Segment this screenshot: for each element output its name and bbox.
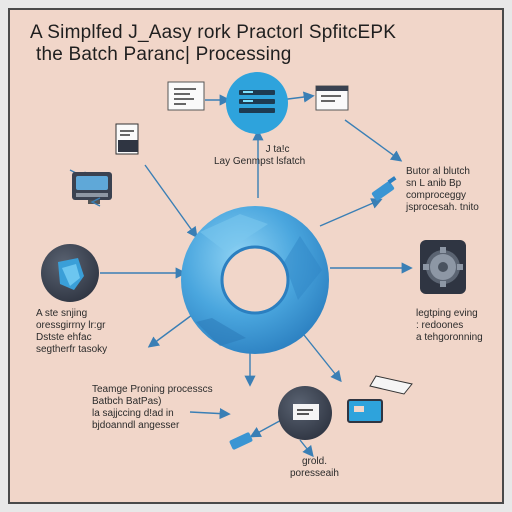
gear-icon [420, 240, 466, 294]
page-title: A Simplfed J_Aasy rork Practorl SpfitcEP… [30, 22, 396, 66]
label-line: legtping eving [416, 308, 478, 319]
label-line: oressgirrny lr:gr [36, 320, 106, 331]
label-right-mid: legtping eving : redoones a tehgoronning [416, 308, 483, 344]
arrow-ring-to-left-label [147, 311, 197, 348]
file-icon [315, 85, 349, 111]
database-icon [226, 72, 288, 134]
label-line: bjdoanndl angesser [92, 420, 180, 431]
document-icon [167, 81, 205, 111]
label-line: segtherfr tasoky [36, 344, 108, 355]
label-bottom-left: Teamge Proning processcs Batbch BatPas) … [92, 384, 213, 432]
label-line: la sajjccing d!ad in [92, 408, 174, 419]
label-right-top: Butor al blutch sn L anib Bp comproceggy… [406, 166, 479, 214]
server-icon [72, 172, 112, 204]
label-bottom-center: grold. poresseaih [290, 456, 339, 480]
label-line: poresseaih [290, 468, 339, 479]
label-line: jsprocesah. tnito [406, 202, 479, 213]
label-line: Dstste ehfac [36, 332, 92, 343]
arrow-bottom-to-bottom-label [299, 439, 314, 458]
clipboard-icon [115, 123, 139, 155]
label-line: J ta!c [265, 144, 290, 155]
arrow-ring-to-right-plug [319, 198, 383, 227]
label-line: a tehgoronning [416, 332, 483, 343]
label-line: A ste snjing [36, 308, 88, 319]
document-icon [278, 386, 332, 440]
label-line: comproceggy [406, 190, 467, 201]
laptop-icon [347, 375, 413, 423]
label-left-mid: A ste snjing oressgirrny lr:gr Dstste eh… [36, 308, 107, 356]
label-line: grold. [301, 456, 327, 467]
label-line: Lay Genmpst lsfatch [214, 156, 306, 167]
label-line: Teamge Proning processcs [92, 384, 213, 395]
arrow-right-doc-to-outer [344, 119, 403, 162]
archive-icon [41, 244, 99, 302]
arrow-clipboard-to-ring [144, 164, 198, 239]
ring-icon [181, 206, 329, 354]
plug-icon [229, 432, 253, 450]
label-line: Butor al blutch [406, 166, 470, 177]
label-line: Batbch BatPas) [92, 396, 162, 407]
title-line-1: A Simplfed J_Aasy rork Practorl SpfitcEP… [30, 22, 397, 43]
arrow-icon [90, 197, 101, 207]
arrow-left-label-to-bottom [189, 407, 231, 420]
title-line-2: the Batch Paranc| Processing [36, 44, 292, 65]
arrow-ring-to-bottom-right [299, 329, 342, 383]
label-line: : redoones [416, 320, 464, 331]
label-line: sn L anib Bp [406, 178, 462, 189]
plug-icon [371, 176, 397, 201]
label-center-top: J ta!c Lay Genmpst lsfatch [214, 144, 305, 168]
